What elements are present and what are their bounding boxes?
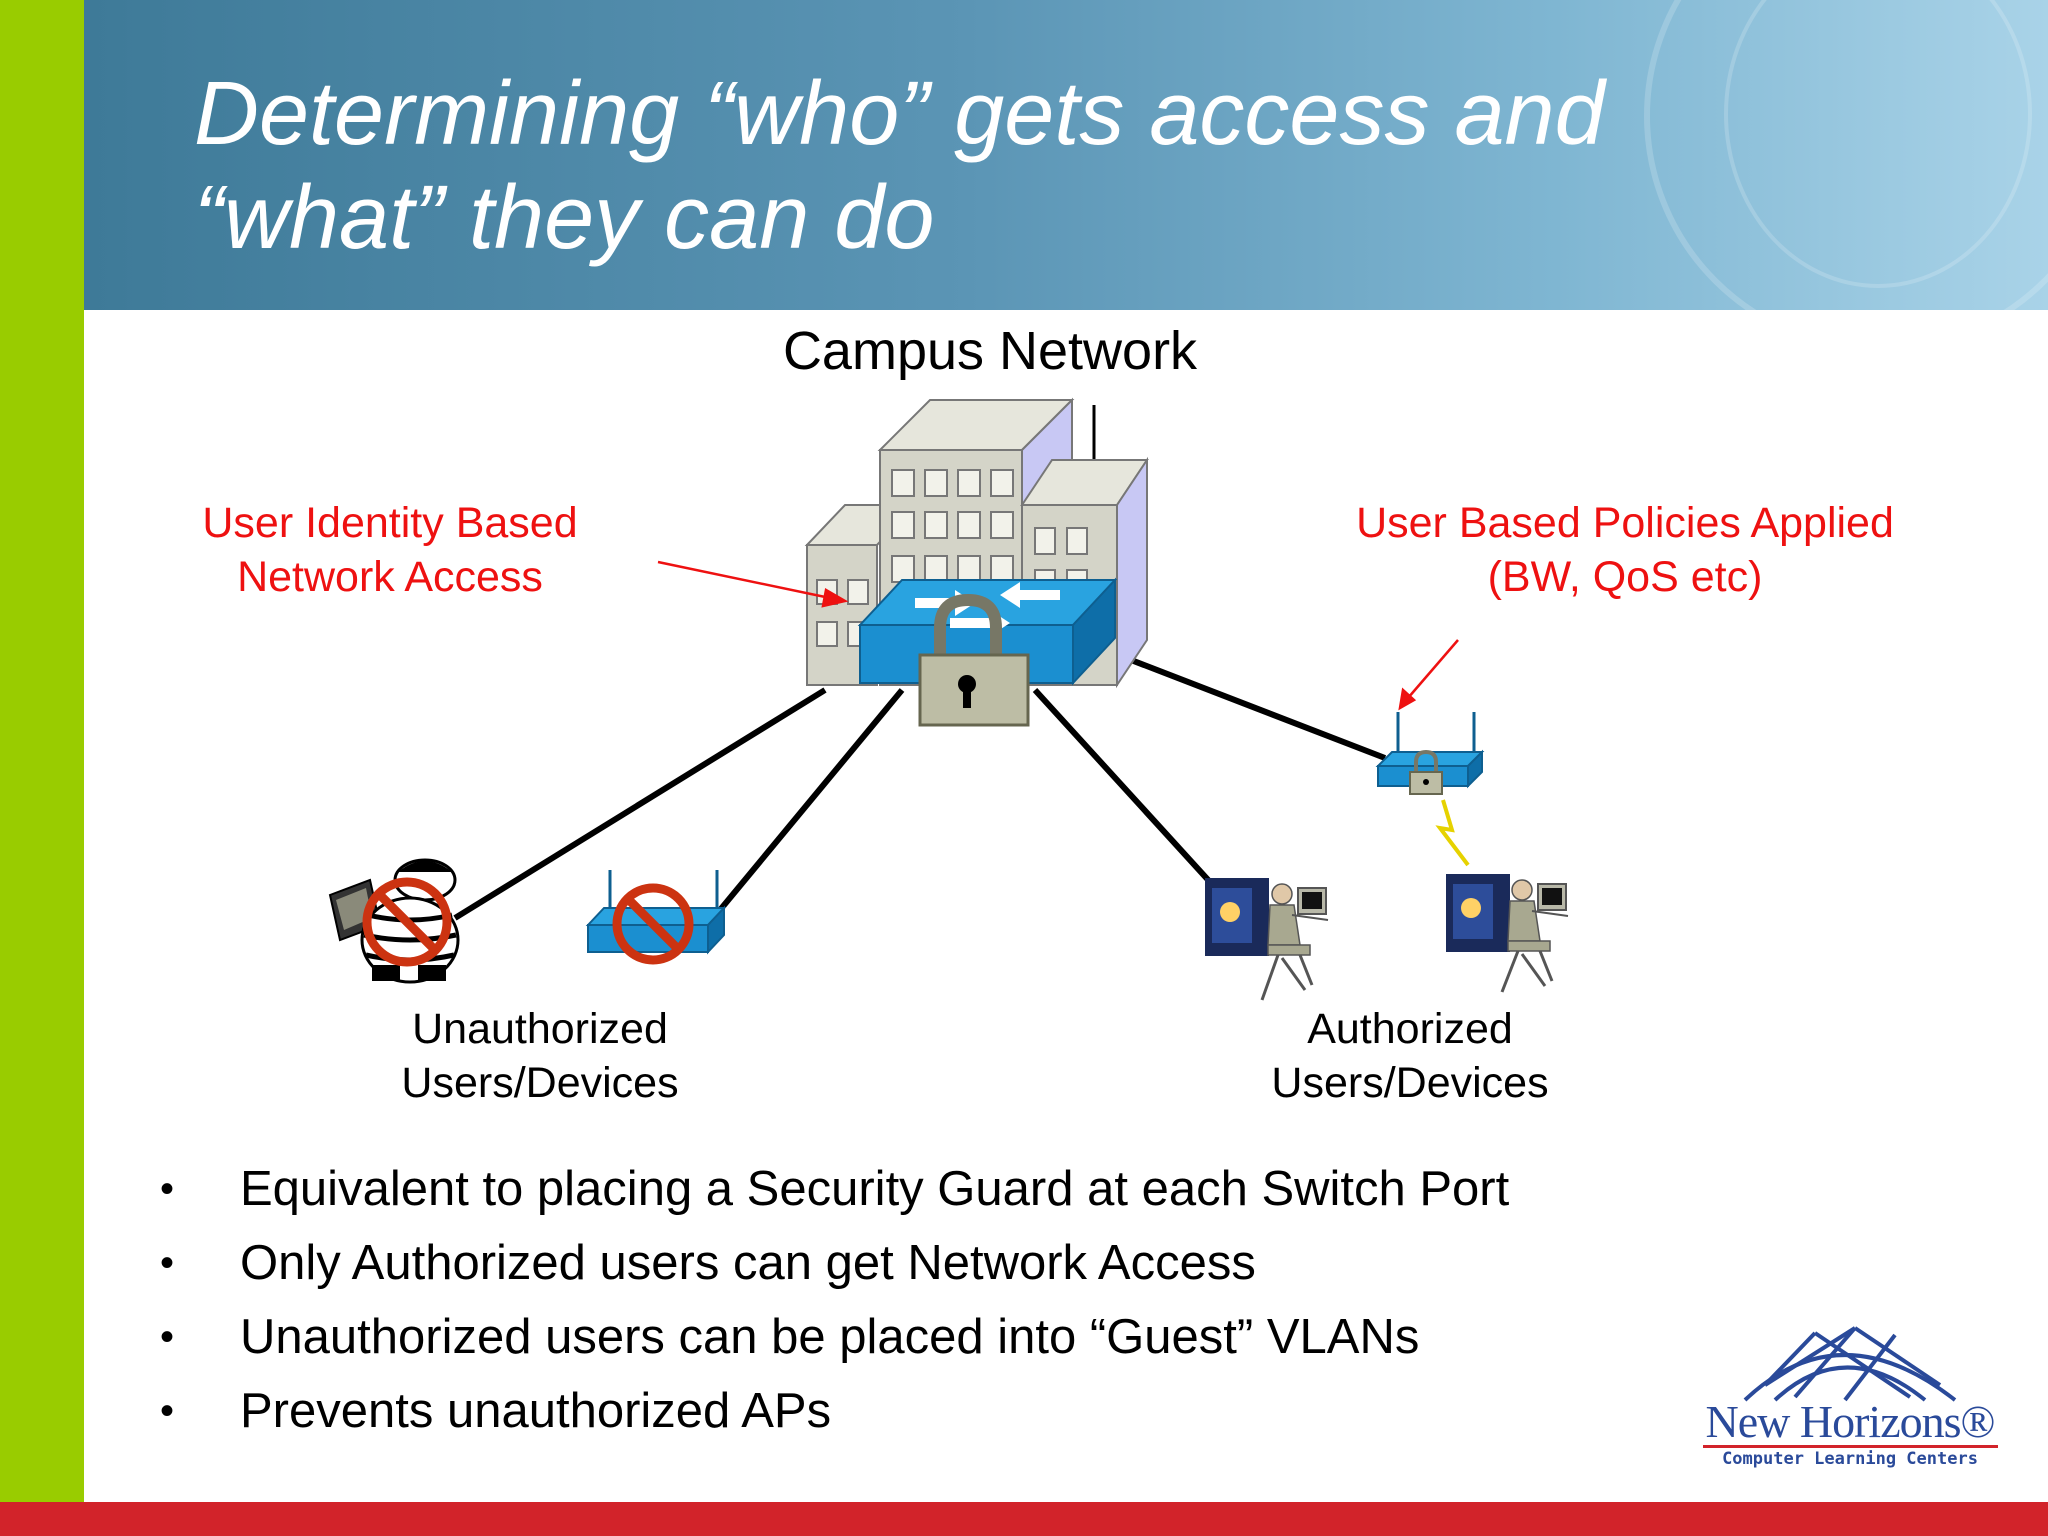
globe-decoration bbox=[1644, 0, 2048, 310]
link-to-thief bbox=[453, 687, 827, 921]
slide-title: Determining “who” gets access and “what”… bbox=[194, 64, 1605, 268]
logo-tagline: Computer Learning Centers bbox=[1722, 1449, 1978, 1469]
prohibited-icon bbox=[362, 877, 452, 967]
bullet-item: • Unauthorized users can be placed into “… bbox=[150, 1300, 1509, 1374]
prohibited-icon bbox=[612, 883, 694, 965]
wireless-ap-icon bbox=[1375, 712, 1485, 795]
bullet-list: • Equivalent to placing a Security Guard … bbox=[150, 1152, 1509, 1448]
bullet-text: Only Authorized users can get Network Ac… bbox=[240, 1236, 1256, 1290]
padlock-icon bbox=[918, 593, 1030, 727]
link-to-rogue-ap bbox=[717, 688, 905, 912]
new-horizons-logo: New Horizons® Computer Learning Centers bbox=[1695, 1325, 2005, 1475]
link-to-secure-ap bbox=[1098, 645, 1387, 761]
bullet-item: • Equivalent to placing a Security Guard … bbox=[150, 1152, 1509, 1226]
authorized-label: Authorized Users/Devices bbox=[1271, 1005, 1549, 1107]
wireless-ap-icon bbox=[585, 870, 727, 955]
header-banner bbox=[84, 0, 2048, 310]
bullet-icon: • bbox=[160, 1167, 175, 1211]
bullet-text: Unauthorized users can be placed into “G… bbox=[240, 1310, 1420, 1364]
logo-name: New Horizons® bbox=[1705, 1396, 1996, 1447]
bottom-accent-bar bbox=[0, 1502, 2048, 1536]
connection-lines bbox=[453, 645, 1387, 921]
logo-divider bbox=[1703, 1445, 1998, 1448]
left-accent-bar bbox=[0, 0, 84, 1502]
lightning-icon bbox=[1435, 799, 1470, 867]
link-to-authorized-user bbox=[1032, 687, 1213, 885]
bullet-icon: • bbox=[160, 1389, 175, 1433]
campus-network-label: Campus Network bbox=[782, 321, 1198, 381]
identity-access-callout: User Identity Based Network Access bbox=[202, 499, 578, 601]
user-workstation-icon bbox=[1446, 874, 1569, 993]
user-workstation-icon bbox=[1205, 878, 1329, 1001]
bullet-item: • Only Authorized users can get Network A… bbox=[150, 1226, 1509, 1300]
bullet-icon: • bbox=[160, 1315, 175, 1359]
bullet-text: Prevents unauthorized APs bbox=[240, 1384, 832, 1438]
unauthorized-label: Unauthorized Users/Devices bbox=[401, 1005, 679, 1107]
policies-callout: User Based Policies Applied (BW, QoS etc… bbox=[1356, 499, 1894, 601]
callout-arrows bbox=[657, 560, 1459, 711]
globe-logo-icon bbox=[1743, 1326, 1957, 1402]
bullet-text: Equivalent to placing a Security Guard a… bbox=[240, 1162, 1510, 1216]
bullet-icon: • bbox=[160, 1241, 175, 1285]
bullet-item: • Prevents unauthorized APs bbox=[150, 1374, 1509, 1448]
